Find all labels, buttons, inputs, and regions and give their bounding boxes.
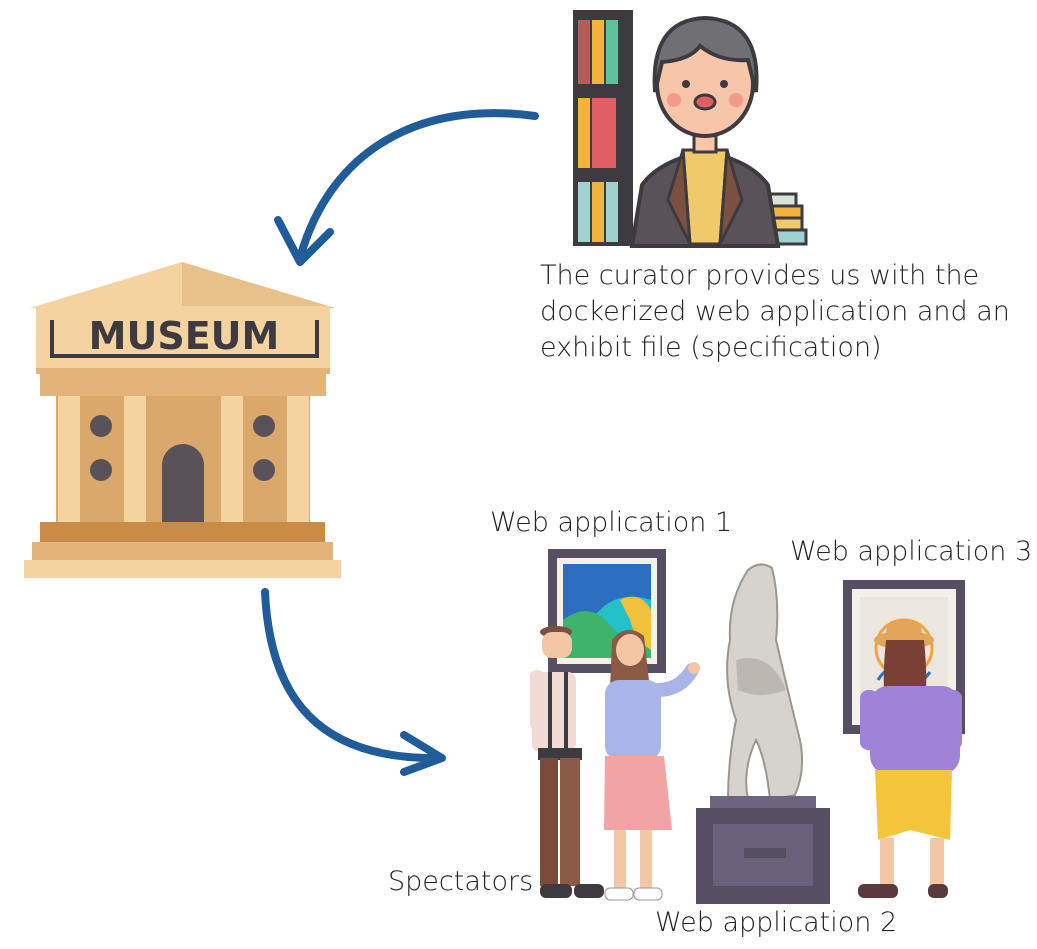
curator-caption: The curator provides us with the dockeri… [540, 258, 1020, 366]
spectators-label: Spectators [388, 866, 534, 897]
spectators-group-icon [530, 620, 962, 901]
curator-caption-line: dockerized web application and an [540, 296, 1010, 327]
web-application-1-label: Web application 1 [490, 507, 733, 538]
museum-building-icon [24, 262, 341, 578]
museum-sign-text: MUSEUM [89, 314, 280, 358]
curator-caption-line: exhibit file (specification) [540, 332, 882, 363]
web-application-3-label: Web application 3 [790, 536, 1033, 567]
arrow-museum-to-gallery [261, 588, 446, 776]
curator-icon [573, 10, 808, 248]
web-application-2-label: Web application 2 [655, 907, 898, 938]
curator-caption-line: The curator provides us with the [540, 260, 980, 291]
web-application-2-statue [696, 563, 830, 904]
web-application-1-painting [548, 549, 666, 673]
arrow-curator-to-museum [274, 109, 539, 266]
